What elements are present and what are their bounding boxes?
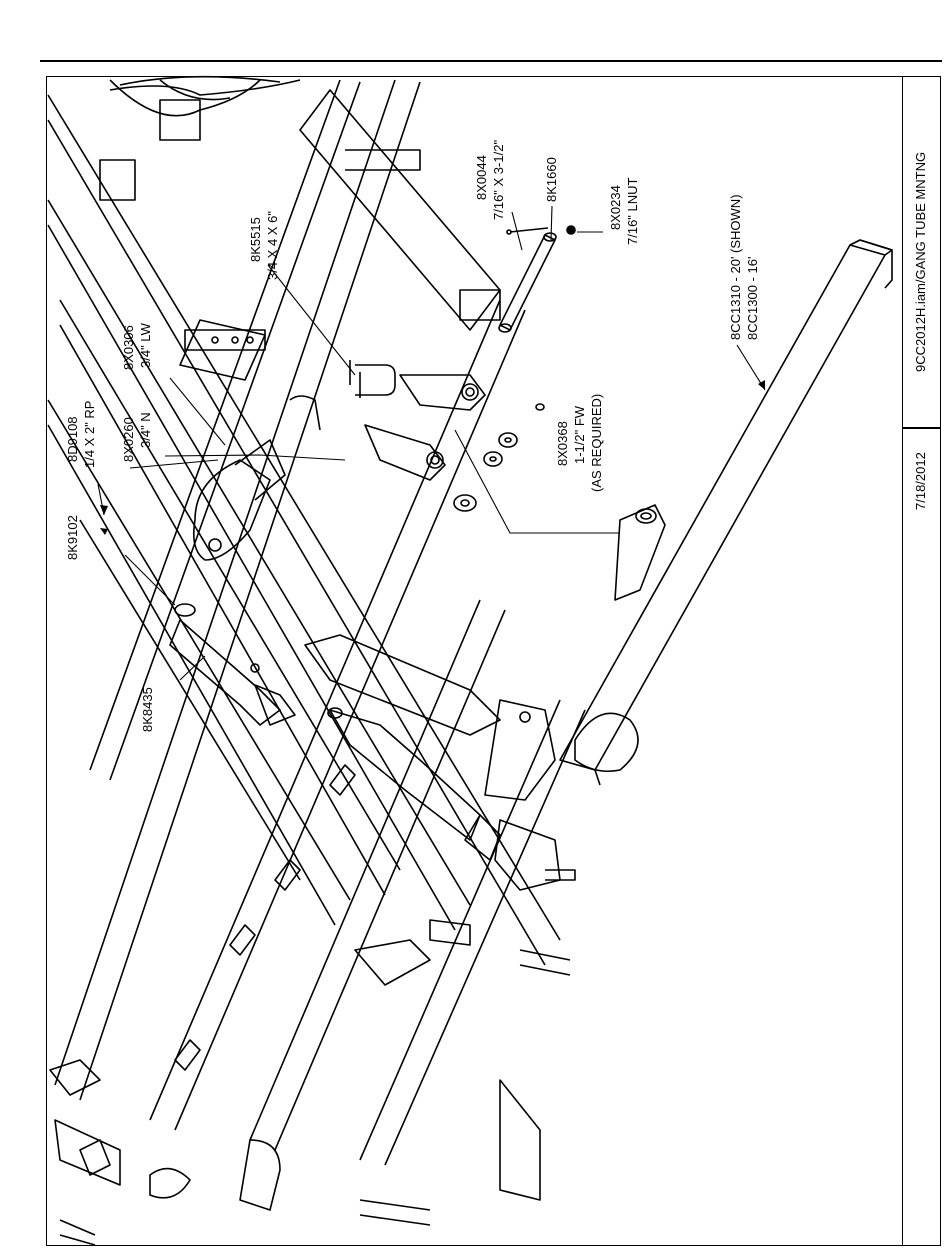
callout-8X0260-line1: 8X0260 bbox=[121, 417, 136, 462]
callout-8X0368-line2: 1-1/2" FW bbox=[572, 405, 587, 464]
callout-8X0306-line2: 3/4" LW bbox=[138, 322, 153, 368]
callout-8K9102-line1: 8K9102 bbox=[65, 515, 80, 560]
callout-8CC1310-line1: 8CC1310 - 20' (SHOWN) bbox=[728, 194, 743, 340]
callout-8X0234-line1: 8X0234 bbox=[608, 185, 623, 230]
frame-linework bbox=[48, 77, 892, 1245]
callout-8K1660: 8K1660 bbox=[544, 157, 559, 202]
callout-8D9108-line2: 1/4 X 2" RP bbox=[82, 401, 97, 468]
callout-8D9108: 8D9108 1/4 X 2" RP bbox=[65, 401, 97, 468]
title-date: 7/18/2012 bbox=[913, 452, 928, 510]
callout-8CC1310-line2: 8CC1300 - 16' bbox=[745, 257, 760, 340]
callout-8K8435: 8K8435 bbox=[140, 687, 155, 732]
callout-8X0044: 8X0044 7/16" X 3-1/2" bbox=[474, 140, 506, 220]
callout-8K8435-line1: 8K8435 bbox=[140, 687, 155, 732]
callout-8X0368: 8X0368 1-1/2" FW (AS REQUIRED) bbox=[555, 394, 604, 492]
callout-8K5515-line2: 3/4 X 4 X 6" bbox=[265, 211, 280, 280]
callout-8K9102: 8K9102 bbox=[65, 515, 80, 560]
callout-8X0368-line1: 8X0368 bbox=[555, 421, 570, 466]
callout-8X0044-line2: 7/16" X 3-1/2" bbox=[491, 140, 506, 220]
callout-8D9108-line1: 8D9108 bbox=[65, 416, 80, 462]
callout-8X0234-line2: 7/16" LNUT bbox=[625, 177, 640, 245]
callout-8X0260-line2: 3/4" N bbox=[138, 412, 153, 448]
title-filename: 9CC2012H.iam/GANG TUBE MNTNG bbox=[913, 152, 928, 372]
callout-8CC1310: 8CC1310 - 20' (SHOWN) 8CC1300 - 16' bbox=[728, 194, 760, 340]
leader-lines bbox=[98, 206, 765, 680]
callout-8K5515-line1: 8K5515 bbox=[248, 217, 263, 262]
callout-8X0368-line3: (AS REQUIRED) bbox=[589, 394, 604, 492]
callout-8X0044-line1: 8X0044 bbox=[474, 155, 489, 200]
callout-8X0306-line1: 8X0306 bbox=[121, 325, 136, 370]
callout-8X0306: 8X0306 3/4" LW bbox=[121, 322, 153, 370]
callout-8X0260: 8X0260 3/4" N bbox=[121, 412, 153, 462]
callout-8K5515: 8K5515 3/4 X 4 X 6" bbox=[248, 211, 280, 280]
callout-8X0234: 8X0234 7/16" LNUT bbox=[608, 177, 640, 245]
callout-8K1660-line1: 8K1660 bbox=[544, 157, 559, 202]
